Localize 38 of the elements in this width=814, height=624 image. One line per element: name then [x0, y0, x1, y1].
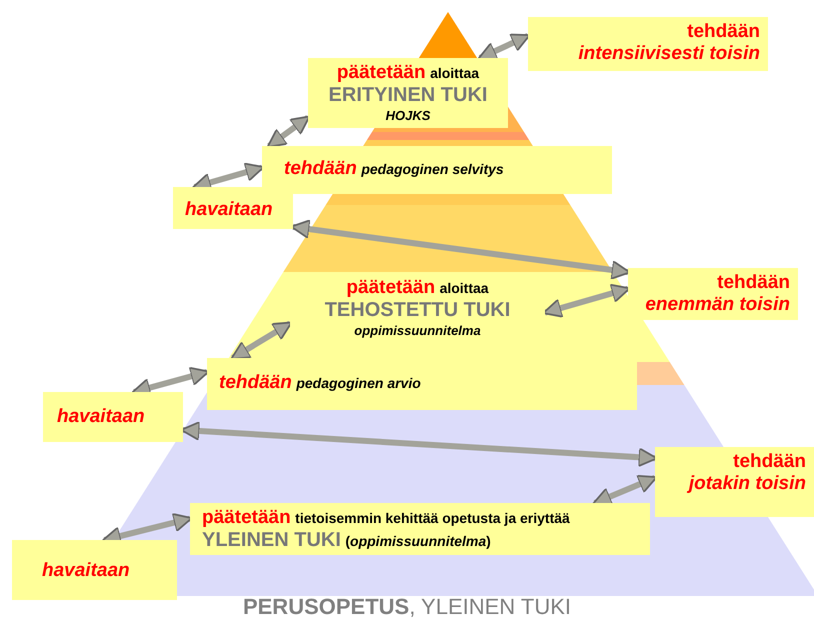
support-level-title: TEHOSTETTU TUKI	[324, 298, 510, 321]
plan-name: oppimissuunnitelma	[354, 322, 481, 338]
action-word: havaitaan	[42, 560, 130, 581]
double-arrow	[230, 320, 292, 361]
description-text: tietoisemmin kehittää opetusta ja eriyttää	[295, 510, 570, 526]
text-box	[173, 187, 293, 229]
action-word: tehdään	[717, 272, 790, 293]
action-word: tehdään	[733, 451, 806, 472]
text-box	[12, 540, 177, 600]
action-word: tehdään	[687, 21, 760, 42]
description-text: pedagoginen arvio	[296, 375, 421, 391]
action-word: päätetään	[346, 277, 436, 298]
action-word: intensiivisesti toisin	[578, 42, 760, 64]
text-box	[43, 392, 183, 442]
text-box	[262, 146, 612, 194]
action-word: päätetään	[336, 62, 426, 83]
action-word: päätetään	[202, 507, 291, 528]
text-box	[655, 447, 814, 517]
text-box	[190, 503, 650, 555]
double-arrow	[266, 115, 310, 148]
text-box	[628, 268, 798, 320]
action-word: tehdään	[284, 158, 357, 179]
support-level-title: ERITYINEN TUKI	[328, 84, 488, 106]
base-caption: PERUSOPETUS, YLEINEN TUKI	[242, 594, 572, 620]
action-word: havaitaan	[57, 406, 145, 427]
support-level-title: YLEINEN TUKI	[202, 528, 341, 551]
text-box	[528, 17, 768, 71]
action-word: havaitaan	[185, 199, 273, 220]
plan-name: HOJKS	[386, 108, 430, 123]
action-word: jotakin toisin	[688, 472, 806, 494]
description-text: aloittaa	[430, 65, 480, 81]
action-word: tehdään	[219, 372, 292, 393]
description-text: aloittaa	[440, 280, 489, 296]
action-word: enemmän toisin	[645, 294, 790, 315]
description-text: (oppimissuunnitelma)	[345, 532, 491, 549]
text-box	[308, 58, 508, 128]
description-text: pedagoginen selvitys	[361, 161, 504, 177]
text-box	[207, 358, 637, 410]
